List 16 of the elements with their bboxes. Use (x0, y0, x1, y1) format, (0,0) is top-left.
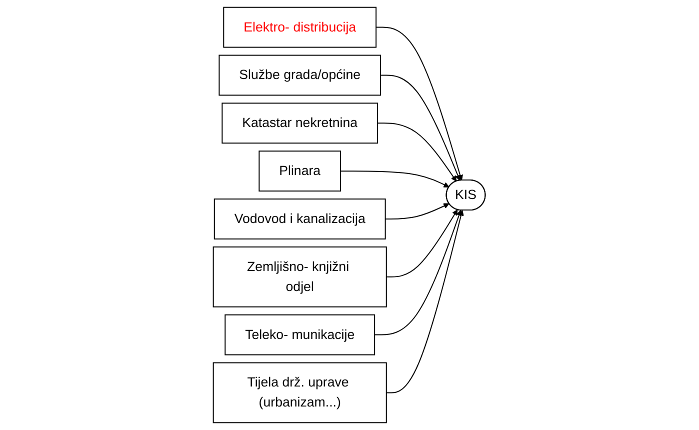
node-box: Tijela drž. uprave (urbanizam...) (213, 362, 388, 424)
arrow (385, 203, 450, 220)
node-box: Elektro- distribucija (223, 6, 377, 48)
arrow (380, 74, 461, 181)
arrow (386, 210, 464, 394)
arrow (376, 26, 464, 181)
arrow (377, 122, 457, 182)
arrow (374, 210, 462, 336)
node-box: Vodovod i kanalizacija (214, 198, 386, 240)
node-box: Katastar nekretnina (222, 102, 378, 144)
node-box: Zemljišno- knjižni odjel (213, 246, 388, 308)
arrow (340, 170, 450, 188)
node-box: Službe grada/općine (218, 54, 382, 96)
node-box: Plinara (258, 150, 342, 192)
arrow (386, 209, 458, 278)
node-box: Teleko- munikacije (224, 314, 376, 356)
